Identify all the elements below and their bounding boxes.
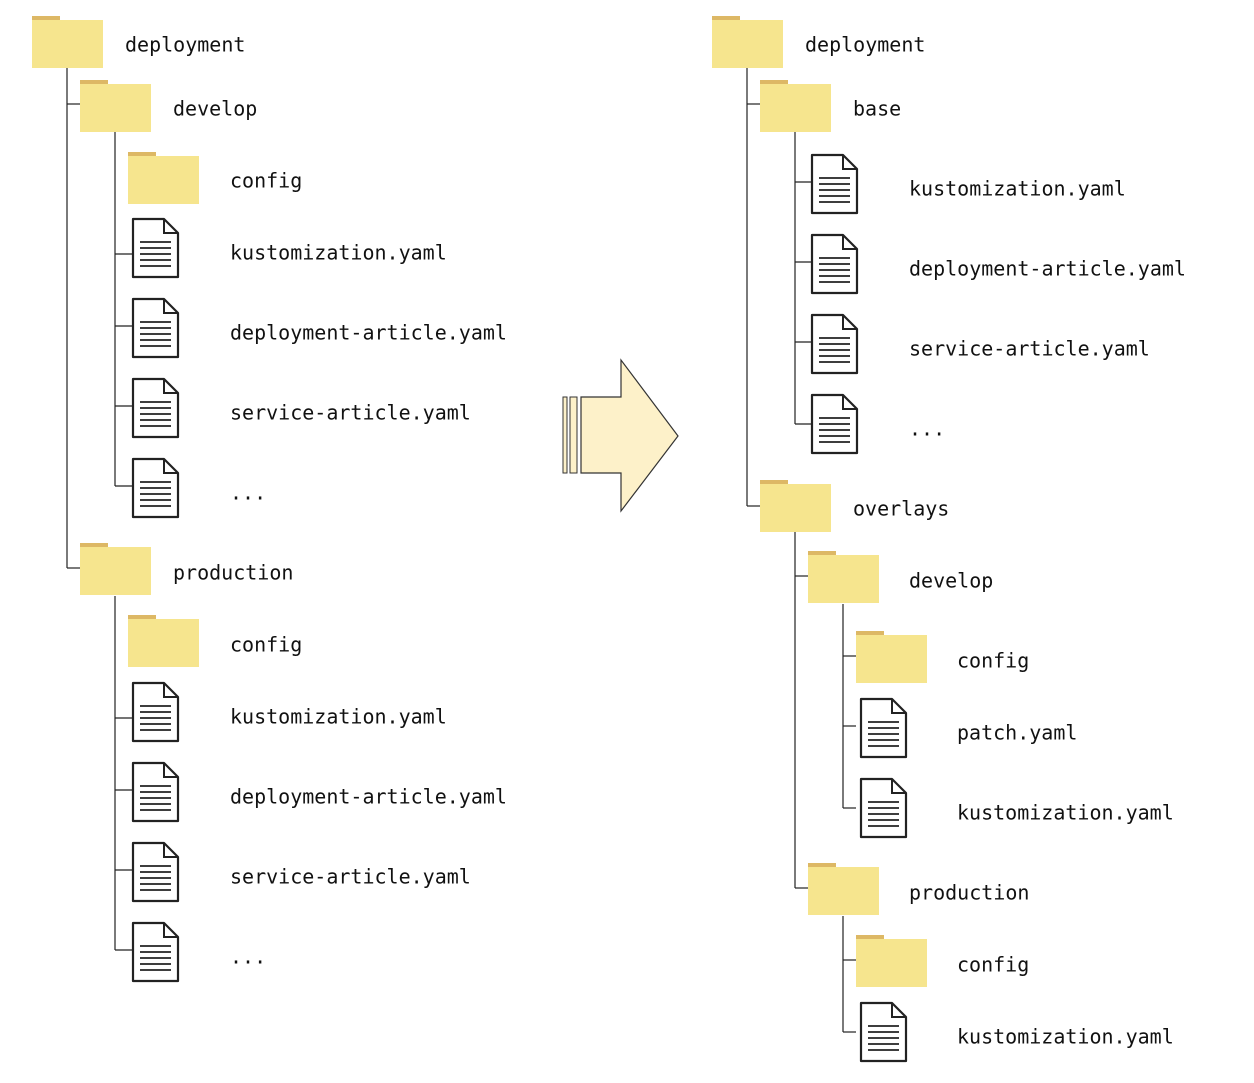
tree-labels: deployment develop config kustomization.yam… (125, 33, 1186, 1049)
right-arrow-icon (580, 358, 679, 513)
right-base-service-article-label: service-article.yaml (909, 337, 1150, 361)
right-overlays-develop-kustomization-file-icon (859, 777, 908, 839)
left-production-more-label: ... (230, 945, 266, 969)
right-overlays-develop-config-folder-icon (856, 631, 927, 683)
left-develop-deployment-article-label: deployment-article.yaml (230, 321, 507, 345)
right-base-deployment-article-label: deployment-article.yaml (909, 257, 1186, 281)
right-base-more-label: ... (909, 417, 945, 441)
right-overlays-develop-config-label: config (957, 649, 1029, 673)
left-production-kustomization-label: kustomization.yaml (230, 705, 447, 729)
left-develop-more-label: ... (230, 481, 266, 505)
left-production-folder-icon (80, 543, 151, 595)
tree-connector-lines (66, 68, 856, 1033)
right-overlays-production-label: production (909, 881, 1029, 905)
left-production-label: production (173, 561, 293, 585)
left-develop-label: develop (173, 97, 257, 121)
right-base-deployment-article-file-icon (810, 233, 859, 295)
right-overlays-label: overlays (853, 497, 949, 521)
right-overlays-develop-kustomization-label: kustomization.yaml (957, 801, 1174, 825)
right-overlays-production-kustomization-label: kustomization.yaml (957, 1025, 1174, 1049)
left-production-config-label: config (230, 633, 302, 657)
left-root-folder-icon (32, 16, 103, 68)
right-base-more-file-icon (810, 393, 859, 455)
left-develop-folder-icon (80, 80, 151, 132)
left-develop-config-folder-icon (128, 152, 199, 204)
left-develop-service-article-label: service-article.yaml (230, 401, 471, 425)
arrow-stripe (562, 396, 568, 474)
left-root-label: deployment (125, 33, 245, 57)
right-overlays-production-kustomization-file-icon (859, 1001, 908, 1063)
left-production-config-folder-icon (128, 615, 199, 667)
right-base-service-article-file-icon (810, 313, 859, 375)
left-develop-config-label: config (230, 169, 302, 193)
right-overlays-develop-label: develop (909, 569, 993, 593)
left-develop-kustomization-label: kustomization.yaml (230, 241, 447, 265)
left-develop-kustomization-file-icon (131, 217, 180, 279)
left-production-kustomization-file-icon (131, 681, 180, 743)
right-overlays-folder-icon (760, 480, 831, 532)
left-develop-deployment-article-file-icon (131, 297, 180, 359)
right-base-kustomization-file-icon (810, 153, 859, 215)
right-overlays-develop-folder-icon (808, 551, 879, 603)
left-production-deployment-article-file-icon (131, 761, 180, 823)
right-overlays-production-folder-icon (808, 863, 879, 915)
right-base-kustomization-label: kustomization.yaml (909, 177, 1126, 201)
left-production-deployment-article-label: deployment-article.yaml (230, 785, 507, 809)
right-base-folder-icon (760, 80, 831, 132)
left-production-more-file-icon (131, 921, 180, 983)
right-overlays-develop-patch-file-icon (859, 697, 908, 759)
right-overlays-develop-patch-label: patch.yaml (957, 721, 1077, 745)
left-develop-service-article-file-icon (131, 377, 180, 439)
left-develop-more-file-icon (131, 457, 180, 519)
transform-arrow (562, 358, 679, 513)
left-production-service-article-file-icon (131, 841, 180, 903)
arrow-stripe (569, 396, 578, 474)
left-production-service-article-label: service-article.yaml (230, 865, 471, 889)
right-root-folder-icon (712, 16, 783, 68)
right-root-label: deployment (805, 33, 925, 57)
right-base-label: base (853, 97, 901, 121)
right-overlays-production-config-label: config (957, 953, 1029, 977)
right-overlays-production-config-folder-icon (856, 935, 927, 987)
tree-icons (32, 16, 927, 1063)
